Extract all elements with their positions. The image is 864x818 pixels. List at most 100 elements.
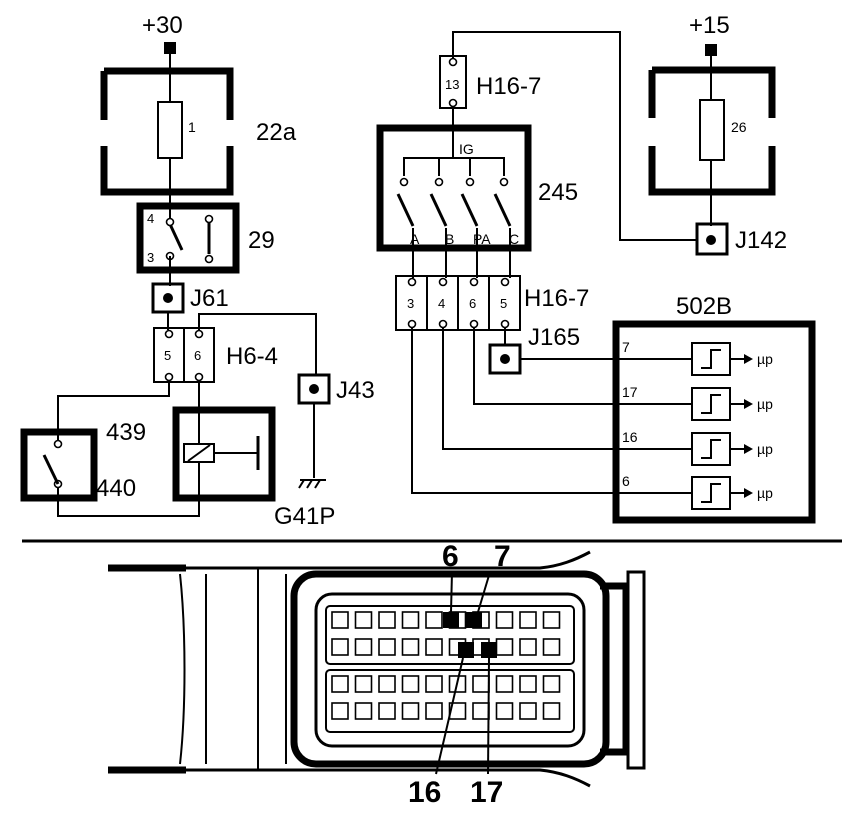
connector-cavity <box>354 638 373 656</box>
component-22a-label: 22a <box>256 119 297 146</box>
connector-cavity <box>378 702 396 720</box>
pin-6-cavity <box>443 612 459 628</box>
connector-cavity <box>331 675 349 693</box>
h16-7-top-label: H16-7 <box>476 73 541 100</box>
ecu-pin-6-label: 6 <box>622 473 630 489</box>
plus30-terminal <box>164 42 176 54</box>
h16-pin-5-label: 5 <box>500 296 507 311</box>
relay-pin-3-label: 3 <box>147 250 154 265</box>
relay-pin-4-label: 4 <box>147 211 154 226</box>
solenoid-439-box <box>172 406 276 502</box>
connector-cavity <box>331 611 349 629</box>
fuse-icon <box>157 101 183 159</box>
ecu-502b-box <box>612 320 816 524</box>
connector-cavity <box>401 675 420 693</box>
plus15-label: +15 <box>689 12 730 39</box>
connector-cavity <box>378 611 396 629</box>
h16-pin-4-label: 4 <box>438 296 445 311</box>
connector-cavity <box>542 675 561 693</box>
connector-cavity <box>378 675 396 693</box>
connector-cavity <box>495 702 514 720</box>
connector-cavity <box>354 675 373 693</box>
connector-cavity <box>425 675 443 693</box>
ecu-502b: 502B 7 µp 17 µp 16 µp 6 <box>612 293 816 524</box>
h16-pin-6-label: 6 <box>469 296 476 311</box>
ecu-output-7-label: µp <box>757 351 773 367</box>
connector-cavity <box>448 702 467 720</box>
ecu-connector-view: 6 7 16 17 <box>108 540 646 809</box>
connector-cavity <box>401 638 420 656</box>
fuse-1-label: 1 <box>188 119 196 135</box>
pos-pa-label: PA <box>473 231 491 247</box>
pos-b-label: B <box>445 231 454 247</box>
h16-pin-3-label: 3 <box>407 296 414 311</box>
pin-17-cavity <box>481 642 497 658</box>
ecu-output-6-label: µp <box>757 485 773 501</box>
switch-contact-pa-icon <box>460 193 479 227</box>
ecu-output-16-label: µp <box>757 441 773 457</box>
relay-contact-icon <box>167 221 184 251</box>
connector-cavity <box>519 675 537 693</box>
connector-cavity <box>425 638 443 656</box>
h6-4-label: H6-4 <box>226 343 278 370</box>
connector-cavity <box>519 638 537 656</box>
h6-pin-5-label: 5 <box>164 348 171 363</box>
ecu-pin-7-label: 7 <box>622 339 630 355</box>
connector-cavity <box>542 702 561 720</box>
connector-cavity <box>495 611 514 629</box>
ig-label: IG <box>459 141 474 157</box>
g41p-label: G41P <box>274 503 335 530</box>
h16-top-pin-13-label: 13 <box>445 77 459 92</box>
left-circuit: +30 1 22a 4 3 29 J61 <box>20 12 375 530</box>
connector-cavity <box>542 638 561 656</box>
component-29-label: 29 <box>248 227 275 254</box>
pin-7-cavity <box>466 612 482 628</box>
switch-contact-c-icon <box>493 193 512 227</box>
h6-4-connector: 5 6 <box>153 327 215 383</box>
connector-cavity <box>401 702 420 720</box>
pos-c-label: C <box>509 231 519 247</box>
connector-cavities-bottom <box>325 669 575 733</box>
pos-a-label: A <box>410 231 420 247</box>
h16-7-bottom-label: H16-7 <box>524 285 589 312</box>
connector-cavity <box>542 611 561 629</box>
pin-17-callout: 17 <box>470 776 503 809</box>
switch-contact-b-icon <box>429 193 448 227</box>
pin-6-callout: 6 <box>442 540 459 573</box>
j165-label: J165 <box>528 324 580 351</box>
connector-cavity <box>401 611 420 629</box>
connector-cavity <box>519 702 537 720</box>
pin-7-callout: 7 <box>494 540 511 573</box>
connector-cavity <box>425 702 443 720</box>
connector-cavity <box>331 638 349 656</box>
connector-cavity <box>495 675 514 693</box>
plus30-label: +30 <box>142 12 183 39</box>
h16-7-bottom-connector: 3 4 6 5 <box>395 275 521 331</box>
ground-icon <box>298 479 326 489</box>
j61-label: J61 <box>190 285 229 312</box>
connector-cavity <box>472 702 490 720</box>
connector-cavity <box>472 675 490 693</box>
pin-16-callout: 16 <box>408 776 441 809</box>
component-440-label: 440 <box>96 475 136 502</box>
h6-pin-6-label: 6 <box>194 348 201 363</box>
connector-cavity <box>354 702 373 720</box>
relay-29: 4 3 <box>136 202 240 274</box>
fuse-26-icon <box>699 99 725 161</box>
ecu-pin-16-label: 16 <box>622 429 638 445</box>
ecu-pin-17-label: 17 <box>622 384 638 400</box>
j142-splice <box>695 222 729 256</box>
j142-label: J142 <box>735 227 787 254</box>
connector-cavity <box>519 611 537 629</box>
relay-29-box <box>136 202 240 274</box>
plus15-terminal <box>705 44 717 56</box>
switch-contact-a-icon <box>396 193 415 227</box>
ignition-switch-245: IG A B PA C <box>376 108 532 252</box>
ecu-output-17-label: µp <box>757 396 773 412</box>
connector-cavity <box>354 611 373 629</box>
connector-cavity <box>331 702 349 720</box>
j43-label: J43 <box>336 377 375 404</box>
fuse-26-label: 26 <box>731 119 747 135</box>
connector-lock-icon <box>626 570 646 770</box>
